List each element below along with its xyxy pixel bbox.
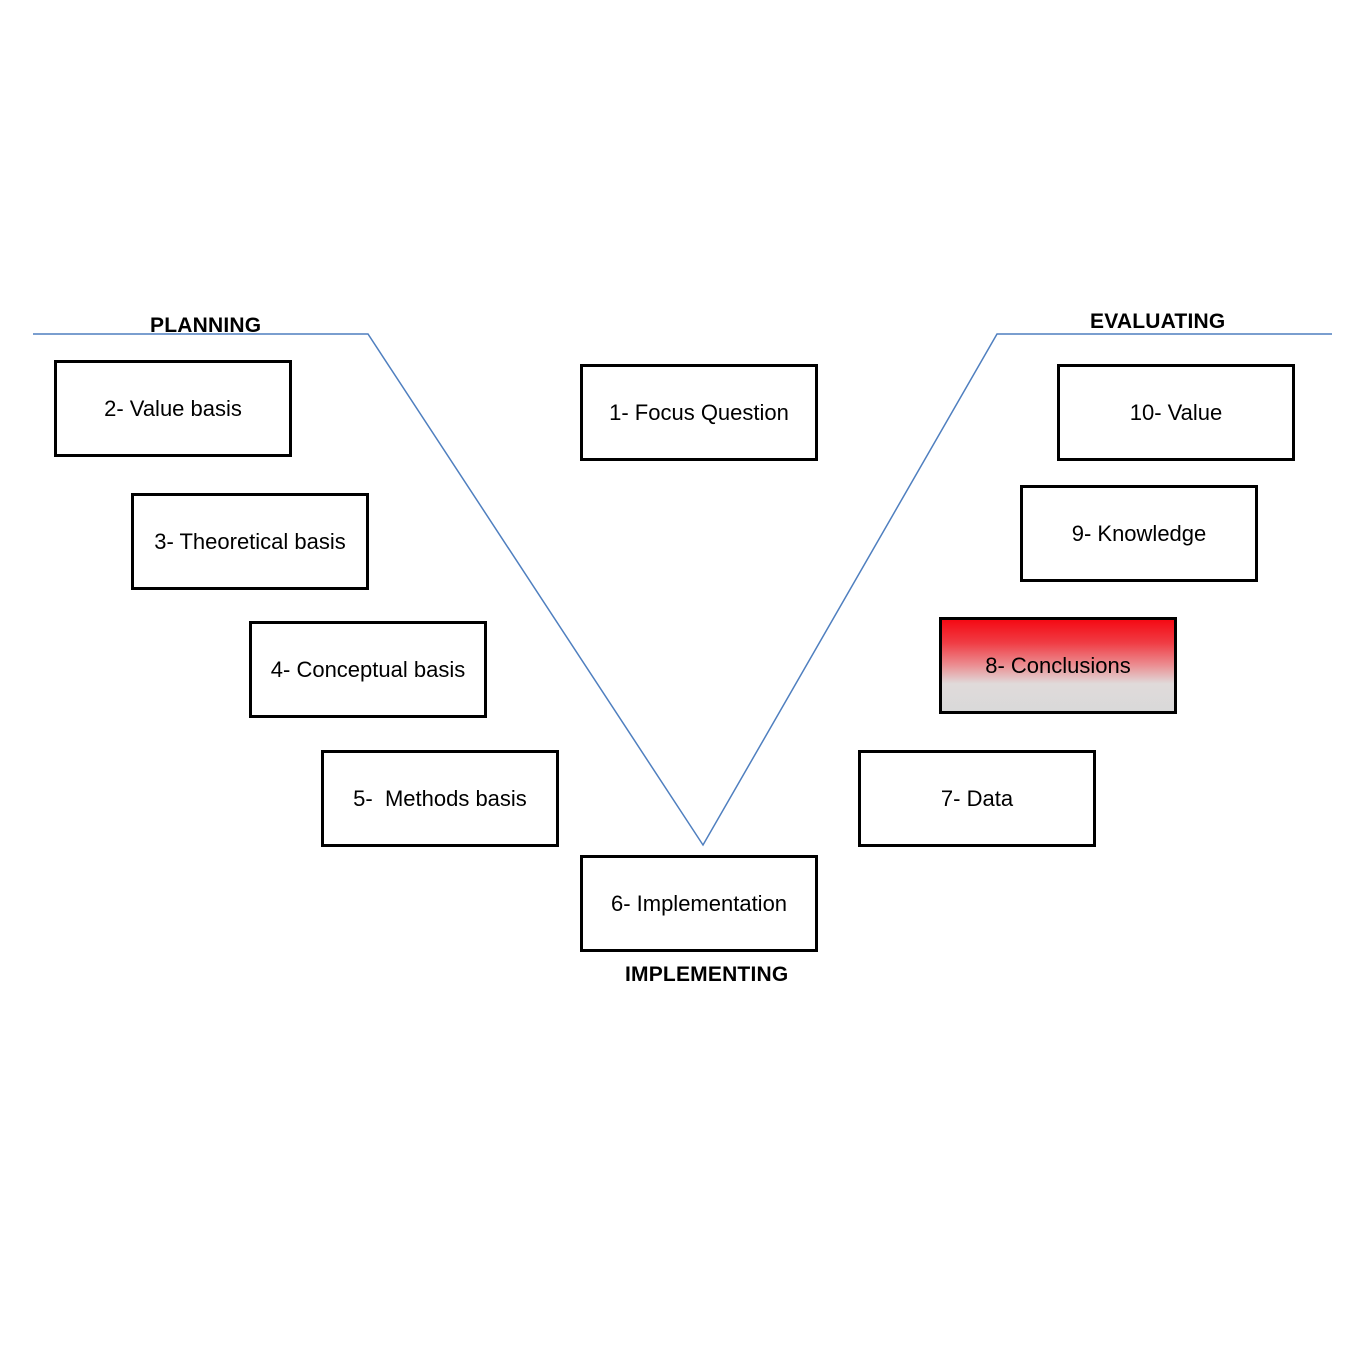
box-implementation: 6- Implementation bbox=[580, 855, 818, 952]
box-value: 10- Value bbox=[1057, 364, 1295, 461]
box-value-basis: 2- Value basis bbox=[54, 360, 292, 457]
box-methods-basis: 5- Methods basis bbox=[321, 750, 559, 847]
box-data: 7- Data bbox=[858, 750, 1096, 847]
implementing-heading: IMPLEMENTING bbox=[625, 963, 789, 986]
evaluating-heading: EVALUATING bbox=[1090, 310, 1226, 333]
box-theoretical-basis: 3- Theoretical basis bbox=[131, 493, 369, 590]
box-conceptual-basis: 4- Conceptual basis bbox=[249, 621, 487, 718]
v-outline bbox=[33, 333, 1332, 847]
planning-heading: PLANNING bbox=[150, 314, 262, 337]
box-conclusions: 8- Conclusions bbox=[939, 617, 1177, 714]
box-knowledge: 9- Knowledge bbox=[1020, 485, 1258, 582]
box-focus-question: 1- Focus Question bbox=[580, 364, 818, 461]
